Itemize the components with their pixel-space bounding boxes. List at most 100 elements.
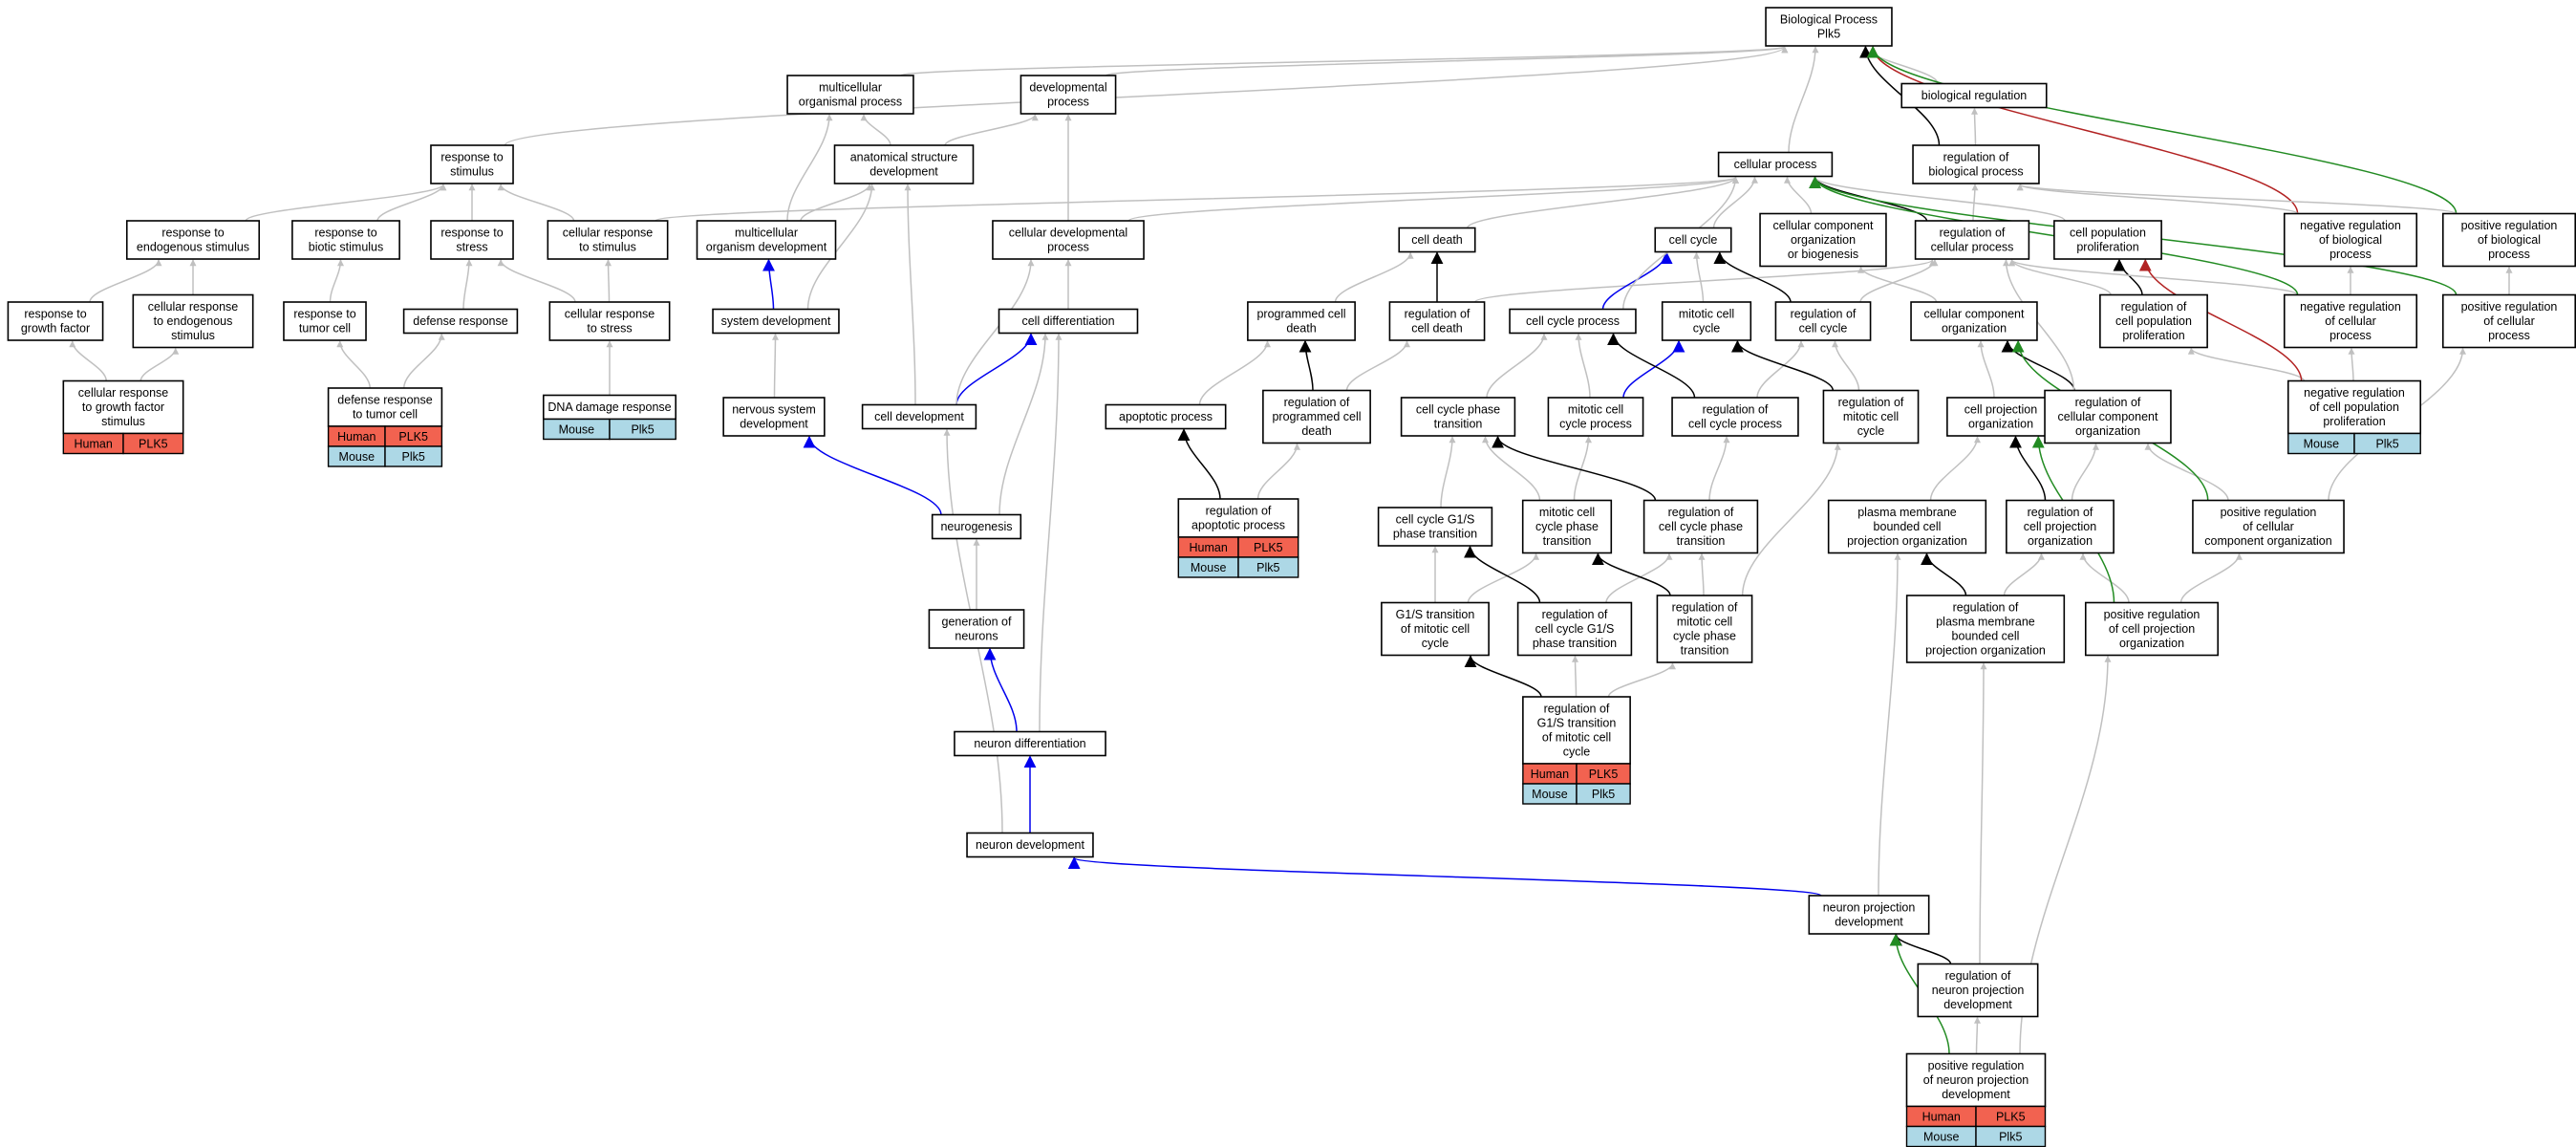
go-term-node[interactable]: cell development bbox=[861, 403, 977, 430]
go-term-label-line: positive regulation bbox=[2104, 608, 2200, 621]
go-term-label-line: cycle phase bbox=[1535, 520, 1599, 533]
relationship-edge bbox=[2179, 552, 2243, 603]
annotation-species-cell: Mouse bbox=[2287, 432, 2355, 455]
relationship-edge-group bbox=[1572, 655, 1579, 698]
go-term-label-line: development bbox=[740, 418, 808, 431]
go-term-node[interactable]: system development bbox=[712, 308, 840, 335]
go-term-box bbox=[696, 220, 837, 260]
go-term-node[interactable]: apoptotic process bbox=[1105, 403, 1227, 430]
go-term-box bbox=[1774, 301, 1872, 341]
go-term-box bbox=[954, 730, 1106, 757]
relationship-edge-group bbox=[955, 333, 1038, 405]
go-term-node[interactable]: cell cycle bbox=[1654, 227, 1732, 253]
relationship-edge bbox=[1861, 46, 1939, 84]
relationship-edge-group bbox=[89, 259, 162, 303]
go-term-node[interactable]: cell differentiation bbox=[998, 308, 1139, 335]
go-term-node[interactable]: neuron differentiation bbox=[954, 730, 1106, 757]
relationship-edge bbox=[1299, 339, 1314, 391]
go-term-box bbox=[1765, 7, 1893, 47]
annotation-gene-cell: Plk5 bbox=[609, 418, 676, 441]
relationship-edge-group bbox=[1127, 176, 1739, 222]
go-term-box bbox=[2283, 212, 2418, 268]
relationship-edge bbox=[1177, 428, 1221, 500]
go-term-label-line: cell projection bbox=[2024, 520, 2096, 533]
go-term-label-line: cell cycle bbox=[1669, 233, 1718, 247]
go-term-node[interactable]: defense response bbox=[402, 308, 519, 335]
annotation-gene-label: Plk5 bbox=[2375, 438, 2398, 451]
go-term-node[interactable]: cellular process bbox=[1717, 151, 1834, 178]
go-term-node[interactable]: neurogenesis bbox=[931, 513, 1022, 540]
annotation-gene-label: Plk5 bbox=[1592, 788, 1615, 801]
go-term-label-line: cell cycle phase bbox=[1416, 403, 1500, 417]
relationship-edge bbox=[2071, 443, 2099, 501]
go-term-label-line: of cellular bbox=[2483, 314, 2535, 328]
go-term-node[interactable]: cell death bbox=[1398, 227, 1476, 253]
relationship-edge bbox=[1105, 46, 1788, 76]
relationship-edge-group bbox=[1105, 46, 1788, 76]
go-term-node[interactable]: biological regulation bbox=[1900, 82, 2048, 109]
go-term-node[interactable]: cell cycle process bbox=[1509, 308, 1637, 335]
annotation-cell-background bbox=[122, 432, 184, 455]
go-term-node[interactable]: neuron development bbox=[966, 832, 1094, 858]
go-term-label-line: response to bbox=[440, 151, 503, 164]
